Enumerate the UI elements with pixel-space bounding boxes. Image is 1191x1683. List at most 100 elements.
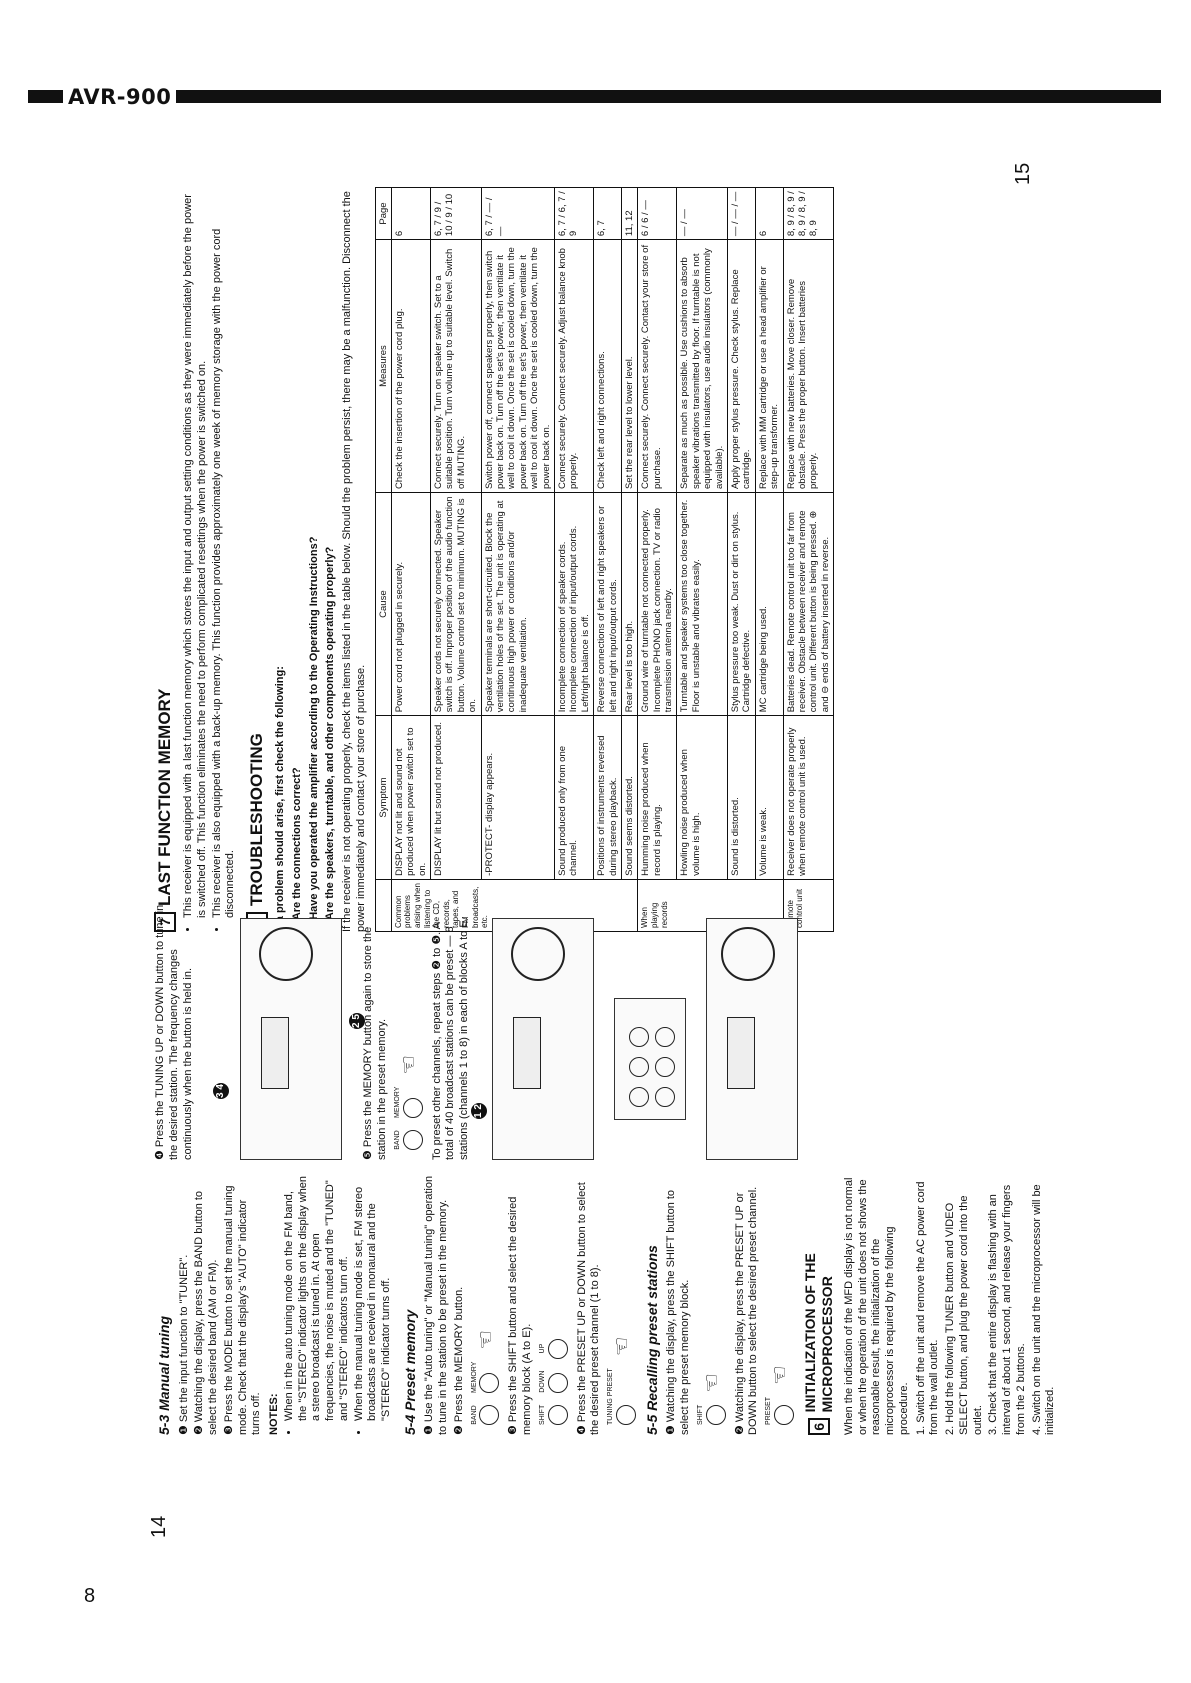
band-button-icon — [402, 1130, 423, 1150]
memory-label: MEMORY — [393, 1086, 401, 1118]
symptom-cell: Sound produced only from one channel. — [554, 715, 594, 880]
remote-button-icon — [628, 1027, 649, 1047]
cause-cell: Batteries dead. Remote control unit too … — [783, 492, 834, 716]
measures-cell: Check left and right connections. — [593, 239, 622, 493]
table-row: Positions of instruments reversed during… — [593, 187, 622, 932]
page-cell: 6 — [755, 187, 784, 240]
symptom-cell: Positions of instruments reversed during… — [593, 715, 622, 880]
troubleshooting-check: 1. Are the connections correct? — [290, 767, 303, 932]
cause-cell: Rear level is too high. — [621, 492, 638, 716]
cause-cell: Ground wire of turntable not connected p… — [637, 492, 677, 716]
measures-cell: Separate as much as possible. Use cushio… — [676, 239, 728, 493]
recalling-step: ❶ Watching the display, press the SHIFT … — [665, 1189, 691, 1435]
init-step: 3. Check that the entire display is flas… — [987, 1184, 1027, 1435]
troubleshooting-title: TROUBLESHOOTING — [247, 733, 267, 906]
memory-button-icon — [402, 1098, 423, 1118]
init-heading: 6 INITIALIZATION OF THE MICROPROCESSOR — [802, 1175, 837, 1435]
display-window — [726, 1017, 755, 1089]
recalling-title: 5-5 Recalling preset stations — [643, 1245, 660, 1435]
page-cell: — / — / — — [727, 187, 756, 240]
table-header-row: Symptom Cause Measures Page — [375, 187, 392, 932]
step-marker: 3 4 — [213, 1083, 230, 1099]
preset-down-button-icon — [773, 1405, 794, 1425]
cause-cell: MC cartridge being used. — [755, 492, 784, 716]
symptom-cell: DISPLAY not lit and sound not produced w… — [391, 715, 431, 880]
table-row: -PROTECT- display appears. Speaker termi… — [481, 187, 555, 932]
manual-tuning-step: ❶ Set the input function to "TUNER". — [177, 1254, 190, 1435]
pointing-hand-icon: ☜ — [396, 1054, 421, 1075]
shift-label: SHIFT — [538, 1404, 546, 1425]
right-page-number: 15 — [1012, 162, 1034, 185]
page-cell: 6, 7 / 9 / 10 / 9 / 10 — [430, 187, 482, 240]
table-row: Volume is weak. MC cartridge being used.… — [755, 187, 784, 932]
remote-button-icon — [628, 1057, 649, 1077]
page-cell: 6, 7 — [593, 187, 622, 240]
pointing-hand-icon: ☜ — [609, 1336, 635, 1357]
cause-cell: Turntable and speaker systems too close … — [676, 492, 728, 716]
recall-preset-figure: PRESET ☜ — [765, 1175, 794, 1425]
symptom-cell: -PROTECT- display appears. — [481, 715, 555, 880]
symptom-cell: DISPLAY lit but sound not produced. — [430, 715, 482, 880]
table-row: DISPLAY lit but sound not produced. Spea… — [430, 187, 482, 932]
model-title: AVR-900 — [68, 85, 172, 109]
table-row: Sound seems distorted. Rear level is too… — [621, 187, 638, 932]
receiver-front-panel-figure-3 — [705, 918, 798, 1160]
pointing-hand-icon: ☜ — [767, 1365, 793, 1385]
header-bar-left — [28, 90, 63, 103]
preset-step: ❹ Press the PRESET UP or DOWN button to … — [575, 1182, 602, 1435]
measures-cell: Set the rear level to lower level. — [621, 239, 638, 493]
symptom-cell: Sound is distorted. — [727, 715, 756, 880]
init-step: 4. Switch on the unit and the microproce… — [1030, 1184, 1057, 1435]
measures-cell: Switch power off, connect speakers prope… — [481, 239, 555, 493]
up-button-icon — [547, 1338, 568, 1359]
preset-step: ❷ Press the MEMORY button. — [452, 1286, 465, 1435]
page-cell: — / — — [676, 187, 728, 240]
remote-button-icon — [654, 1087, 675, 1107]
measures-cell: Replace with new batteries. Move closer.… — [783, 239, 834, 493]
troubleshooting-heading: 8 TROUBLESHOOTING — [246, 187, 268, 932]
pointing-hand-icon: ☜ — [472, 1329, 498, 1350]
manual-tuning-title: 5-3 Manual tuning — [156, 1316, 172, 1435]
troubleshooting-note: If the receiver is not operating properl… — [341, 191, 367, 932]
page-header: AVR-900 — [28, 85, 1162, 109]
right-page: 7 LAST FUNCTION MEMORY This receiver is … — [152, 187, 922, 932]
preset-memory-title: 5-4 Preset memory — [401, 1309, 418, 1435]
troubleshooting-intro: If a problem should arise, first check t… — [274, 666, 286, 932]
preset-step: ❺ Press the MEMORY button again to store… — [362, 926, 388, 1160]
display-window — [512, 1017, 541, 1089]
receiver-front-panel-figure-2: 1 2 — [470, 918, 594, 1160]
memory-button-figure: BAND MEMORY ☜ — [471, 1175, 500, 1425]
notes-list: When in the auto tuning mode on the FM b… — [283, 1175, 394, 1435]
last-function-title: LAST FUNCTION MEMORY — [155, 688, 175, 906]
init-step: 1. Switch off the unit and remove the AC… — [914, 1181, 941, 1435]
band-label: BAND — [393, 1130, 401, 1150]
manual-tuning-step: ❹ Press the TUNING UP or DOWN button to … — [154, 904, 194, 1160]
last-function-heading: 7 LAST FUNCTION MEMORY — [154, 187, 176, 932]
symptom-cell: Volume is weak. — [755, 715, 784, 880]
remote-button-icon — [628, 1087, 649, 1107]
preset-button-figure: TUNING PRESET ☜ — [607, 1175, 636, 1425]
manual-tuning-step: ❷ Watching the display, press the BAND b… — [193, 1190, 219, 1435]
down-button-icon — [547, 1372, 568, 1393]
volume-knob-icon — [259, 927, 314, 981]
table-row: Remote control unit Receiver does not op… — [783, 187, 834, 932]
left-page-column-1: 5-3 Manual tuning ❶ Set the input functi… — [152, 1175, 1060, 1435]
last-function-bullets: This receiver is equipped with a last fu… — [182, 187, 238, 932]
measures-cell: Replace with MM cartridge or use a head … — [755, 239, 784, 493]
column-header: Symptom — [375, 715, 392, 880]
manual-tuning-step: ❸ Press the MODE button to set the manua… — [222, 1185, 263, 1435]
remote-button-icon — [654, 1057, 675, 1077]
table-row: Sound produced only from one channel. In… — [554, 187, 594, 932]
init-step: 2. Hold the following TUNER button and V… — [944, 1195, 984, 1435]
notes-title: NOTES: — [268, 1393, 280, 1435]
table-row: Howling noise produced when volume is hi… — [676, 187, 728, 932]
left-page-number: 14 — [148, 1515, 170, 1538]
left-page-column-2: ❹ Press the TUNING UP or DOWN button to … — [152, 900, 804, 1160]
section-number-box: 6 — [808, 1418, 831, 1435]
memory-again-figure: BAND MEMORY ☜ — [394, 900, 423, 1150]
note-item: When in the auto tuning mode on the FM b… — [283, 1175, 352, 1421]
table-row: Sound is distorted. Stylus pressure too … — [727, 187, 756, 932]
shift-button-icon — [705, 1405, 726, 1425]
measures-cell: Connect securely. Turn on speaker switch… — [430, 239, 482, 493]
troubleshooting-check: 3. Are the speakers, turntable, and othe… — [324, 546, 337, 932]
